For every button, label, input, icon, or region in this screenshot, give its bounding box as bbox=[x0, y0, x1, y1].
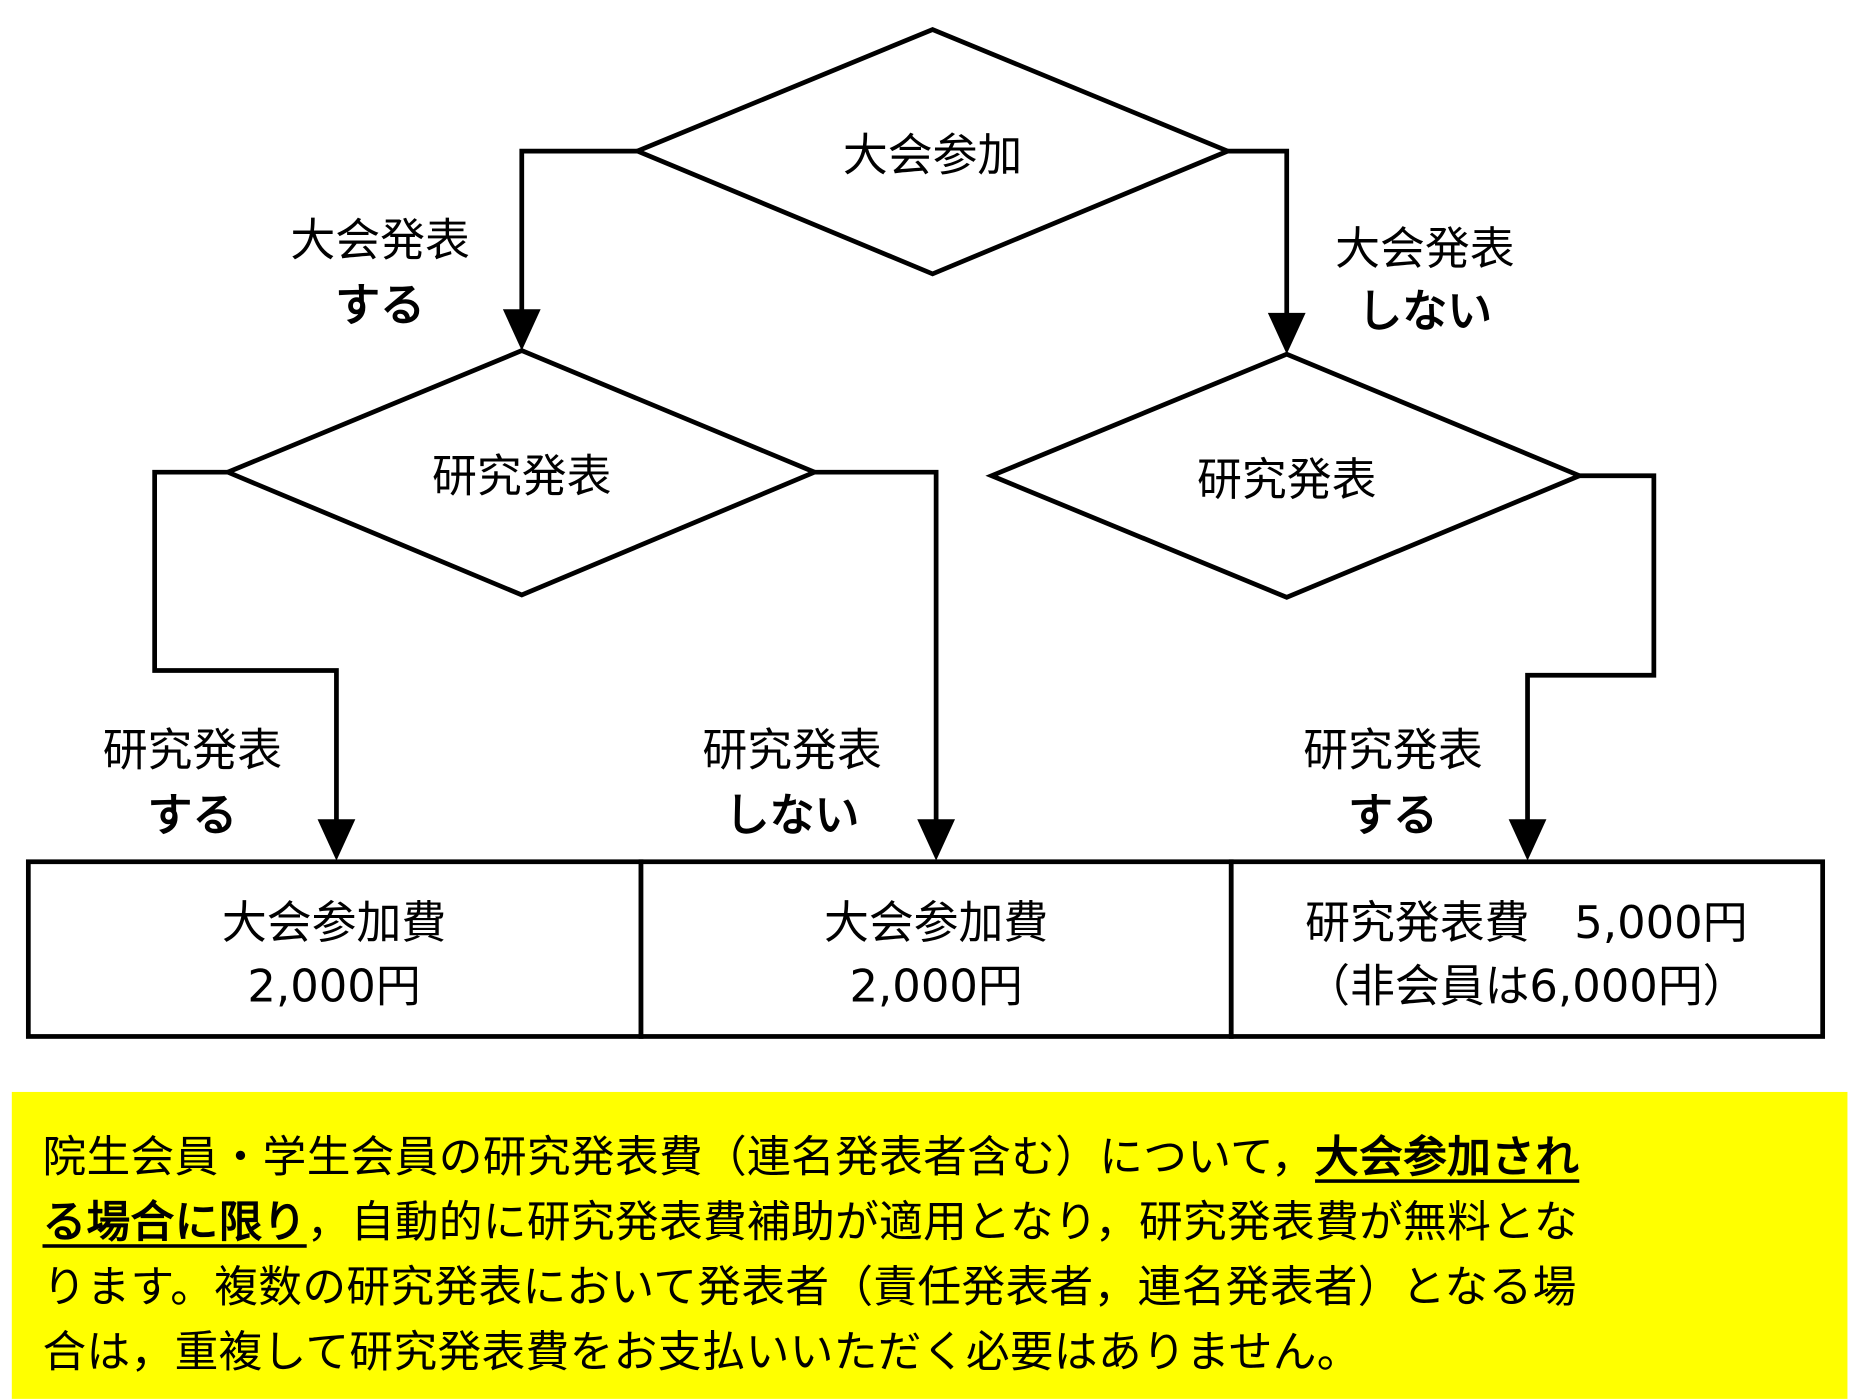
branch-label: 大会発表 bbox=[1335, 222, 1515, 275]
arrowhead bbox=[917, 819, 956, 861]
result-box-1 bbox=[25, 859, 644, 1039]
note-line: 院生会員・学生会員の研究発表費（連名発表者含む）について，大会参加され bbox=[42, 1121, 1579, 1185]
result-amount: （非会員は6,000円） bbox=[1305, 960, 1748, 1013]
decision-diamond-top bbox=[631, 26, 1234, 277]
branch-label: しない bbox=[724, 789, 860, 842]
note-box: 院生会員・学生会員の研究発表費（連名発表者含む）について，大会参加され る場合に… bbox=[11, 1091, 1848, 1399]
result-label: 大会参加費 bbox=[823, 896, 1049, 949]
connector-left-right bbox=[814, 469, 939, 827]
connector-top-right bbox=[1227, 148, 1290, 319]
decision-diamond-right bbox=[985, 351, 1586, 600]
arrowhead bbox=[1508, 819, 1547, 861]
branch-label: 研究発表 bbox=[1303, 724, 1483, 777]
arrowhead bbox=[317, 819, 356, 861]
branch-label: 大会発表 bbox=[290, 214, 470, 267]
connector-left-left bbox=[152, 469, 339, 827]
note-text: ，自動的に研究発表費補助が適用となり，研究発表費が無料とな bbox=[306, 1197, 1578, 1248]
note-line: 合は，重複して研究発表費をお支払いいただく必要はありません。 bbox=[42, 1326, 1361, 1378]
result-box-2 bbox=[638, 859, 1234, 1039]
result-box-3 bbox=[1228, 859, 1826, 1039]
branch-label: 研究発表 bbox=[102, 724, 283, 777]
note-text: 院生会員・学生会員の研究発表費（連名発表者含む）について， bbox=[42, 1132, 1316, 1183]
note-line: ります。複数の研究発表において発表者（責任発表者，連名発表者）となる場 bbox=[42, 1261, 1577, 1313]
result-label: 大会参加費 bbox=[221, 896, 447, 949]
branch-label: する bbox=[1348, 789, 1438, 842]
note-emphasis: 大会参加され bbox=[1315, 1132, 1580, 1183]
decision-left-label: 研究発表 bbox=[432, 450, 612, 503]
connector-right bbox=[1525, 473, 1657, 827]
branch-label: する bbox=[335, 279, 425, 332]
decision-right-label: 研究発表 bbox=[1196, 453, 1377, 506]
note-emphasis: る場合に限り bbox=[42, 1197, 307, 1248]
result-label: 研究発表費 5,000円 bbox=[1305, 896, 1748, 949]
arrowhead bbox=[1267, 312, 1306, 355]
decision-diamond-left bbox=[221, 348, 821, 598]
branch-label: する bbox=[147, 789, 238, 842]
result-amount: 2,000円 bbox=[849, 960, 1023, 1013]
decision-top-label: 大会参加 bbox=[842, 129, 1023, 182]
note-line: る場合に限り，自動的に研究発表費補助が適用となり，研究発表費が無料とな bbox=[42, 1186, 1577, 1250]
branch-label: 研究発表 bbox=[702, 724, 882, 777]
connector-top-left bbox=[519, 148, 638, 317]
arrowhead bbox=[502, 309, 541, 351]
result-amount: 2,000円 bbox=[247, 960, 421, 1013]
branch-label: しない bbox=[1357, 285, 1493, 338]
